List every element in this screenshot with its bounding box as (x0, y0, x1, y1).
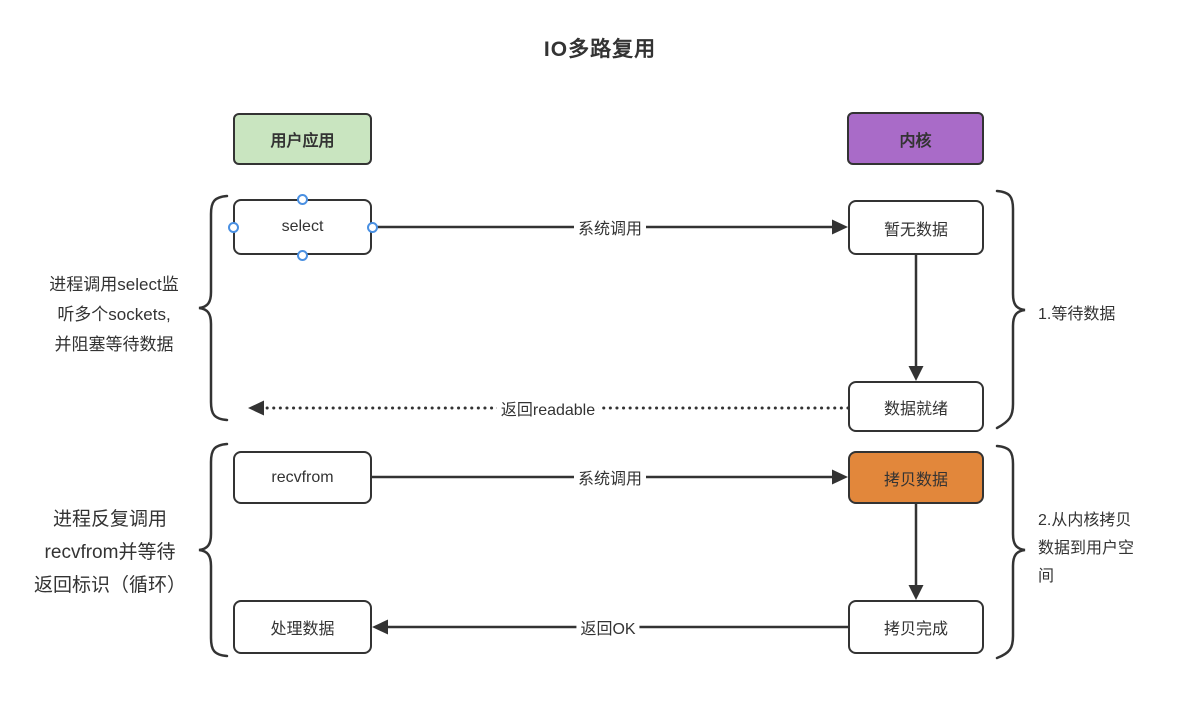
annotation-line: 返回标识（循环） (33, 575, 186, 596)
annotation-line: 进程反复调用 (52, 509, 167, 530)
annotation-step1-wait-data: 1.等待数据 (1038, 306, 1116, 323)
annotation-line: 并阻塞等待数据 (54, 335, 174, 354)
selection-handle-top-icon[interactable] (297, 193, 308, 205)
annotation-step2-copy-data: 2.从内核拷贝 数据到用户空 间 (1038, 507, 1150, 591)
node-data-ready[interactable]: 数据就绪 (848, 381, 984, 432)
node-no-data[interactable]: 暂无数据 (848, 200, 984, 255)
annotation-line: 进程调用select监 (49, 275, 179, 294)
annotation-line: 数据到用户空 (1038, 540, 1135, 557)
header-user-app[interactable]: 用户应用 (233, 113, 372, 165)
edge-label-syscall-2: 系统调用 (573, 465, 647, 489)
right-brace-2 (995, 444, 1026, 660)
edge-label-return-readable: 返回readable (496, 396, 600, 420)
node-copy-data[interactable]: 拷贝数据 (848, 451, 984, 504)
node-copy-done[interactable]: 拷贝完成 (848, 600, 984, 654)
annotation-line: 听多个sockets, (57, 305, 171, 324)
annotation-line: 2.从内核拷贝 (1038, 512, 1132, 529)
annotation-select-blocking: 进程调用select监 听多个sockets, 并阻塞等待数据 (24, 270, 204, 360)
arrow-wait-data (908, 255, 924, 381)
node-select[interactable]: select (233, 199, 372, 255)
selection-handle-bottom-icon[interactable] (297, 249, 308, 261)
left-brace-1 (198, 194, 229, 422)
left-brace-2 (198, 442, 229, 658)
arrow-copy-progress (908, 504, 924, 600)
annotation-recvfrom-loop: 进程反复调用 recvfrom并等待 返回标识（循环） (12, 503, 208, 602)
right-brace-1 (995, 189, 1026, 430)
node-recvfrom[interactable]: recvfrom (233, 451, 372, 504)
annotation-line: recvfrom并等待 (44, 542, 176, 563)
diagram-title: IO多路复用 (543, 38, 657, 61)
selection-handle-left-icon[interactable] (227, 221, 239, 233)
edge-label-syscall-1: 系统调用 (573, 215, 647, 239)
header-kernel[interactable]: 内核 (847, 112, 984, 165)
node-process-data[interactable]: 处理数据 (233, 600, 372, 654)
edge-label-return-ok: 返回OK (576, 615, 640, 639)
annotation-line: 间 (1038, 568, 1055, 585)
selection-handle-right-icon[interactable] (366, 221, 378, 233)
arrow-return-readable (248, 400, 850, 416)
